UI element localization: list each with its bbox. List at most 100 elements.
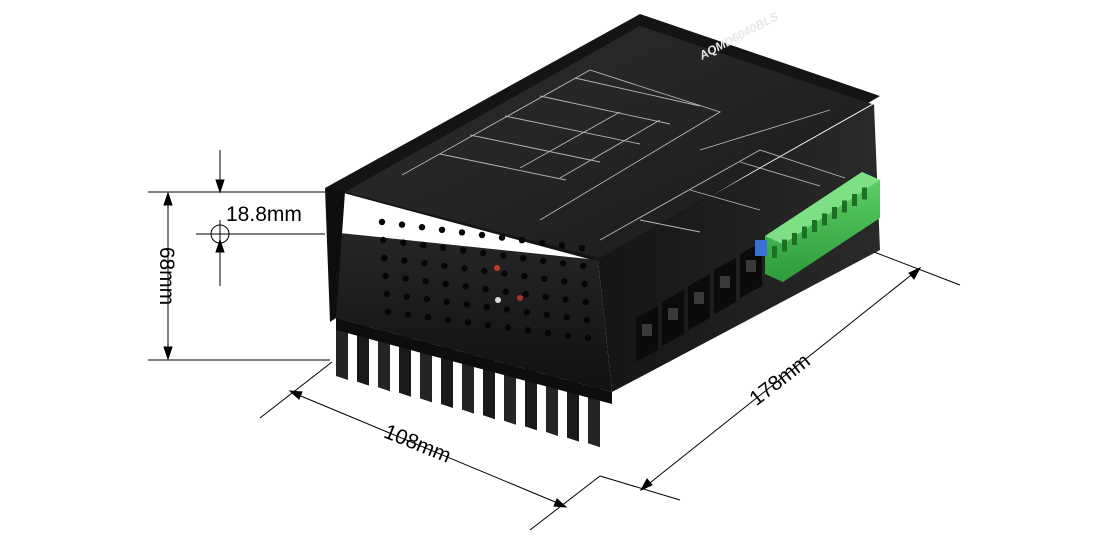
- vent-hole: [458, 229, 466, 236]
- terminal-screw: [668, 308, 678, 320]
- vent-hole: [481, 267, 488, 275]
- terminal-screw-slot: [822, 213, 827, 226]
- vent-hole: [382, 272, 389, 280]
- vent-hole: [478, 231, 486, 239]
- dimension-label-length: 178mm: [745, 349, 814, 410]
- vent-hole: [543, 311, 550, 318]
- vent-hole: [578, 244, 586, 252]
- dimension-label-height: 68mm: [155, 247, 178, 305]
- panel-label-grid: [401, 69, 846, 241]
- vent-hole: [518, 237, 526, 244]
- heatsink-fin: [504, 362, 516, 425]
- dimension-lines: [148, 150, 961, 531]
- signal-terminal-block: [765, 172, 880, 282]
- vent-hole: [561, 278, 568, 285]
- vent-hole: [384, 308, 392, 316]
- vent-hole: [523, 309, 530, 316]
- vent-hole: [584, 334, 592, 342]
- vent-hole: [558, 242, 566, 249]
- vent-hole: [582, 298, 589, 306]
- vent-hole: [402, 275, 409, 282]
- heatsink-fin: [378, 329, 390, 392]
- length-extension-right: [873, 251, 961, 286]
- crosshair-circle-icon: [206, 220, 234, 248]
- vent-hole: [461, 265, 468, 272]
- vent-hole: [484, 321, 492, 329]
- terminal-screw: [694, 292, 704, 304]
- vent-hole: [502, 288, 509, 295]
- vent-hole: [522, 291, 529, 298]
- width-dimension-line: [295, 393, 561, 505]
- length-extension-left: [599, 475, 681, 501]
- heatsink-fin: [546, 374, 558, 436]
- terminal-screw-slot: [792, 233, 797, 245]
- length-arrow-right: [908, 266, 922, 280]
- length-arrow-left: [639, 478, 653, 492]
- vent-hole: [403, 293, 410, 300]
- terminal-screw-slot: [772, 246, 777, 258]
- front-face: [330, 232, 612, 392]
- terminal-screw: [720, 276, 730, 288]
- vent-hole: [460, 247, 467, 254]
- terminal-screw-slot: [862, 187, 867, 200]
- vent-hole: [524, 327, 532, 334]
- vent-hole: [521, 273, 528, 280]
- heatsink-base: [336, 318, 612, 404]
- signal-terminal-screws: [772, 187, 867, 258]
- offset-arrow-top: [215, 179, 225, 194]
- vent-hole: [504, 324, 512, 331]
- vent-hole: [442, 280, 449, 287]
- vent-hole: [503, 306, 510, 313]
- vent-hole: [538, 239, 546, 246]
- status-led-white: [495, 297, 501, 303]
- heatsink-fin: [336, 318, 348, 380]
- terminal-screw-slot: [852, 194, 857, 206]
- heatsink-fin: [441, 346, 453, 408]
- vent-hole: [383, 290, 390, 298]
- vent-hole: [400, 239, 407, 246]
- vent-hole: [520, 255, 527, 262]
- vent-hole: [463, 301, 470, 308]
- terminal-screw-slot: [832, 207, 837, 219]
- vent-hole: [580, 262, 587, 270]
- heatsink-fin: [483, 357, 495, 420]
- height-arrow-bottom: [163, 346, 173, 361]
- vent-hole: [564, 332, 572, 339]
- vent-hole: [480, 249, 487, 257]
- end-plate: [325, 188, 345, 322]
- vent-hole: [560, 260, 567, 267]
- vent-hole: [544, 329, 552, 336]
- vent-hole: [563, 314, 570, 321]
- vent-hole: [420, 242, 427, 249]
- heatsink-fins: [336, 318, 600, 448]
- vent-hole-grid: [378, 218, 592, 342]
- terminal-screw: [642, 324, 652, 336]
- vent-hole: [380, 236, 387, 244]
- driver-body: [325, 14, 880, 392]
- vent-hole: [443, 298, 450, 305]
- width-arrow-right: [553, 498, 568, 508]
- top-panel: [345, 26, 872, 258]
- vent-hole: [444, 316, 452, 323]
- vent-hole: [438, 226, 446, 233]
- heatsink-fin: [588, 385, 600, 448]
- vent-hole: [581, 280, 588, 288]
- vent-hole: [378, 218, 386, 226]
- dimension-label-width: 108mm: [381, 420, 455, 468]
- height-arrow-top: [163, 191, 173, 206]
- heatsink-fin: [525, 368, 537, 431]
- heatsink-fin: [420, 340, 432, 403]
- terminal-screw-slot: [782, 239, 787, 252]
- vent-hole: [440, 244, 447, 251]
- vent-hole: [498, 234, 506, 241]
- vent-hole: [422, 278, 429, 285]
- width-arrow-left: [288, 390, 303, 400]
- length-dimension-line: [645, 271, 916, 487]
- terminal-screw-slot: [802, 226, 807, 239]
- terminal-screw-slot: [812, 220, 817, 232]
- dimension-label-offset: 18.8mm: [226, 203, 302, 226]
- vent-hole: [424, 314, 432, 321]
- vent-hole: [482, 285, 489, 293]
